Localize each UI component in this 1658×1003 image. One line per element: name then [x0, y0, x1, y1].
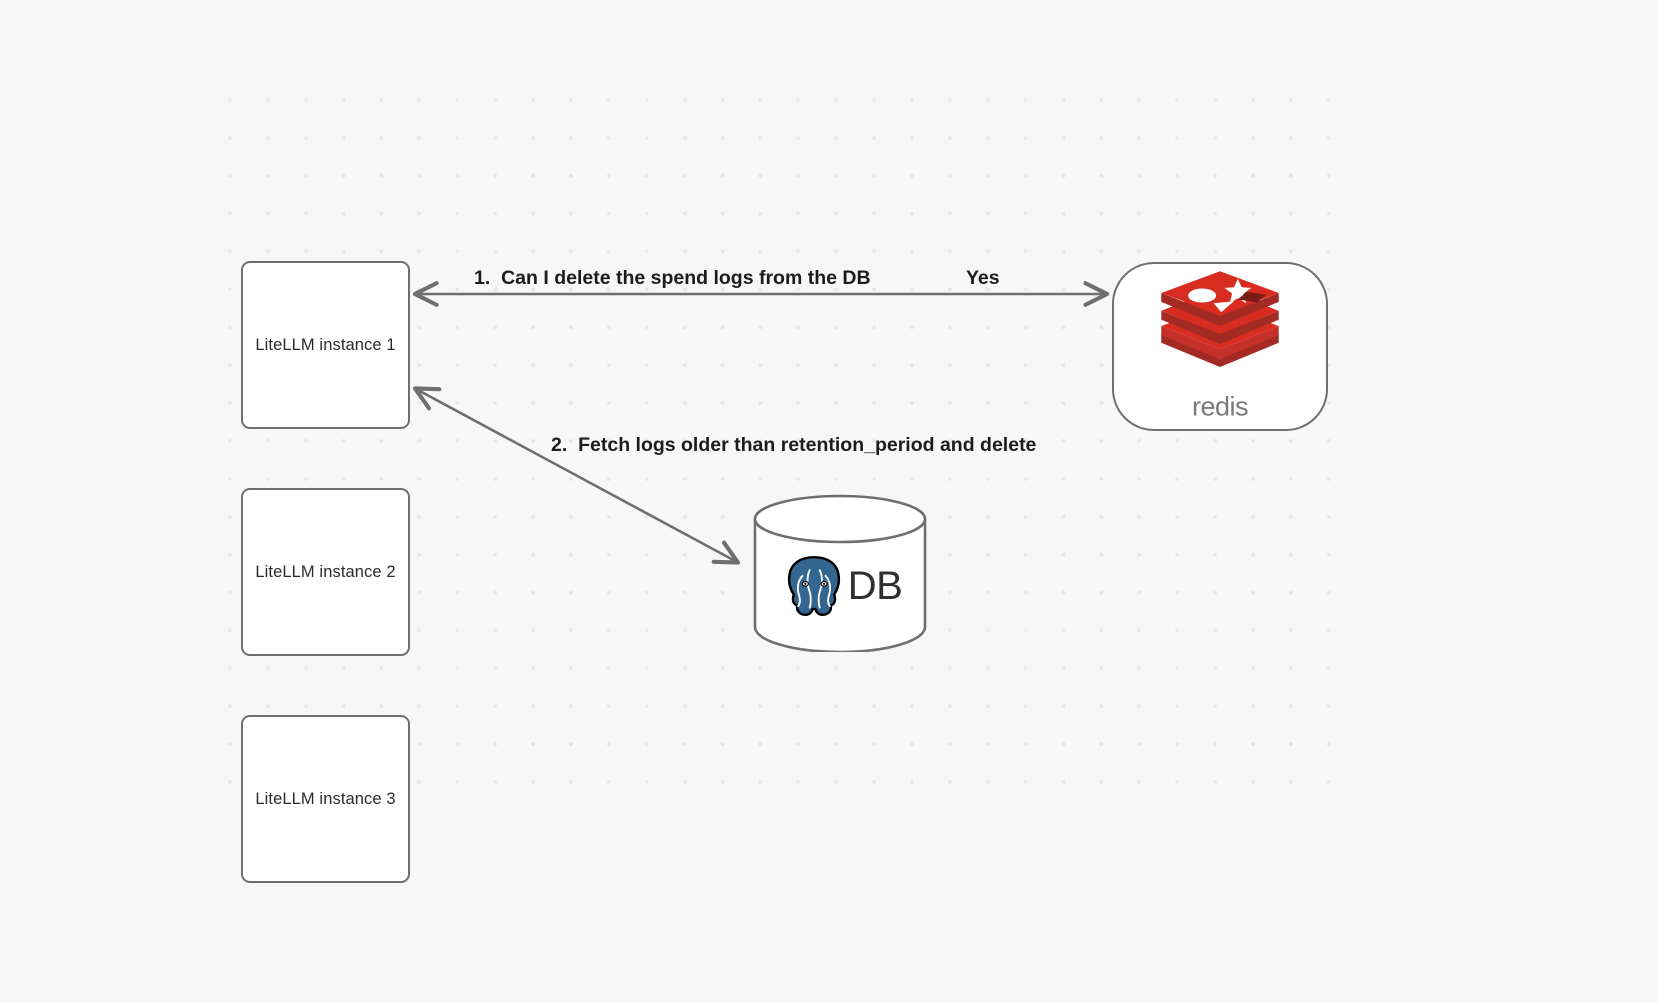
database-label: DB	[847, 564, 903, 608]
node-redis[interactable]: redis	[1112, 262, 1328, 431]
node-litellm-instance-2[interactable]: LiteLLM instance 2	[241, 488, 410, 656]
redis-logo	[1161, 270, 1279, 367]
edge-label-1: 1. Can I delete the spend logs from the …	[474, 267, 871, 289]
node-litellm-instance-1-label: LiteLLM instance 1	[255, 335, 396, 354]
node-database[interactable]: DB	[752, 494, 928, 652]
node-litellm-instance-2-label: LiteLLM instance 2	[255, 562, 396, 581]
redis-wordmark: redis	[1192, 391, 1249, 421]
node-litellm-instance-3-label: LiteLLM instance 3	[255, 789, 396, 808]
node-litellm-instance-3[interactable]: LiteLLM instance 3	[241, 715, 410, 883]
edge-label-yes: Yes	[966, 267, 1000, 289]
edge-litellm1-database	[412, 386, 741, 565]
edge-label-2: 2. Fetch logs older than retention_perio…	[551, 434, 1037, 456]
postgresql-elephant-icon	[786, 554, 842, 618]
node-litellm-instance-1[interactable]: LiteLLM instance 1	[241, 261, 410, 429]
svg-text:redis: redis	[1192, 391, 1248, 421]
